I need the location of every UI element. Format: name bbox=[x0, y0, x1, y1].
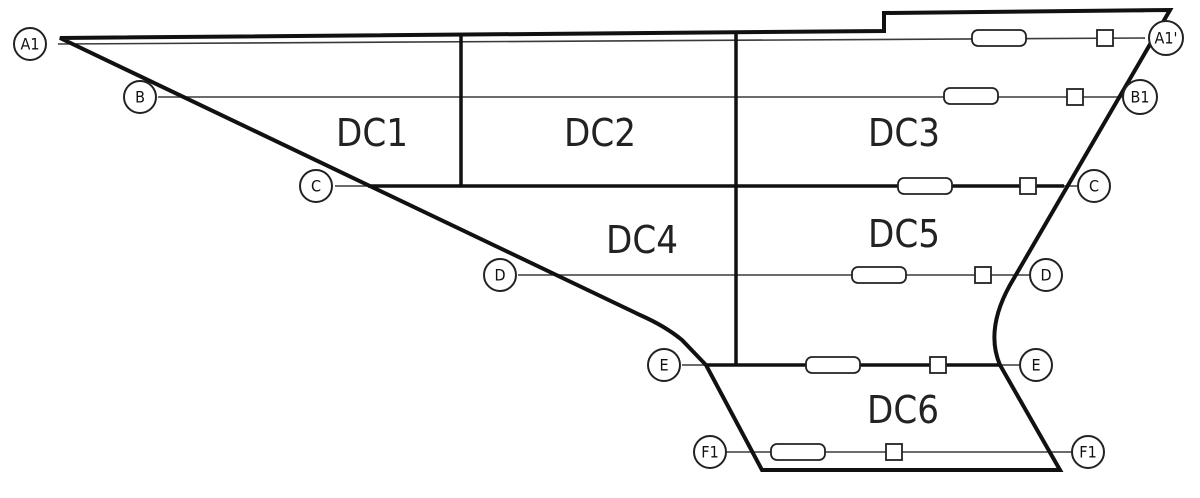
fitting-pill-d bbox=[851, 266, 907, 284]
zone-label-dc4: DC4 bbox=[606, 218, 678, 262]
axis-bubble-d-left: D bbox=[483, 258, 517, 292]
axis-label-e-right: E bbox=[1031, 356, 1040, 375]
fitting-box-a1 bbox=[1096, 29, 1114, 47]
axis-bubble-b-left: B bbox=[123, 80, 157, 114]
fitting-box-d bbox=[974, 266, 992, 284]
fitting-pill-b1 bbox=[943, 87, 999, 105]
axis-label-f1-left: F1 bbox=[701, 443, 718, 462]
fitting-pill-c bbox=[897, 177, 953, 195]
fitting-box-b1 bbox=[1066, 88, 1084, 106]
axis-label-f1-right: F1 bbox=[1079, 443, 1096, 462]
zone-label-dc5: DC5 bbox=[868, 212, 940, 256]
axis-bubble-d-right: D bbox=[1029, 258, 1063, 292]
axis-label-c-left: C bbox=[311, 177, 321, 196]
axis-bubble-f1-left: F1 bbox=[693, 435, 727, 469]
axis-label-c-right: C bbox=[1089, 177, 1099, 196]
axis-bubble-b1-right: B1 bbox=[1122, 79, 1158, 115]
axis-label-d-left: D bbox=[494, 266, 505, 285]
axis-label-a1-left: A1 bbox=[21, 35, 40, 54]
axis-bubble-a1-left: A1 bbox=[13, 27, 47, 61]
axis-bubble-e-left: E bbox=[647, 348, 681, 382]
axis-line-a1 bbox=[57, 37, 1146, 45]
axis-label-e-left: E bbox=[659, 356, 668, 375]
axis-label-a1-right: A1' bbox=[1155, 29, 1178, 48]
fitting-pill-f1 bbox=[770, 443, 826, 461]
axis-label-b-left: B bbox=[135, 88, 145, 107]
axis-bubble-e-right: E bbox=[1019, 348, 1053, 382]
axis-bubble-f1-right: F1 bbox=[1071, 435, 1105, 469]
axis-bubble-c-left: C bbox=[299, 169, 333, 203]
axis-bubble-c-right: C bbox=[1077, 169, 1111, 203]
fitting-pill-a1 bbox=[971, 29, 1027, 47]
zone-label-dc6: DC6 bbox=[867, 388, 939, 432]
zone-label-dc2: DC2 bbox=[564, 111, 636, 155]
fitting-box-e bbox=[929, 356, 947, 374]
fitting-box-c bbox=[1019, 177, 1037, 195]
axis-label-b1-right: B1 bbox=[1130, 88, 1149, 107]
zone-label-dc3: DC3 bbox=[868, 111, 940, 155]
axis-bubble-a1-right: A1' bbox=[1148, 20, 1184, 56]
fitting-box-f1 bbox=[885, 443, 903, 461]
zone-label-dc1: DC1 bbox=[336, 111, 408, 155]
fitting-pill-e bbox=[805, 356, 861, 374]
axis-label-d-right: D bbox=[1040, 266, 1051, 285]
